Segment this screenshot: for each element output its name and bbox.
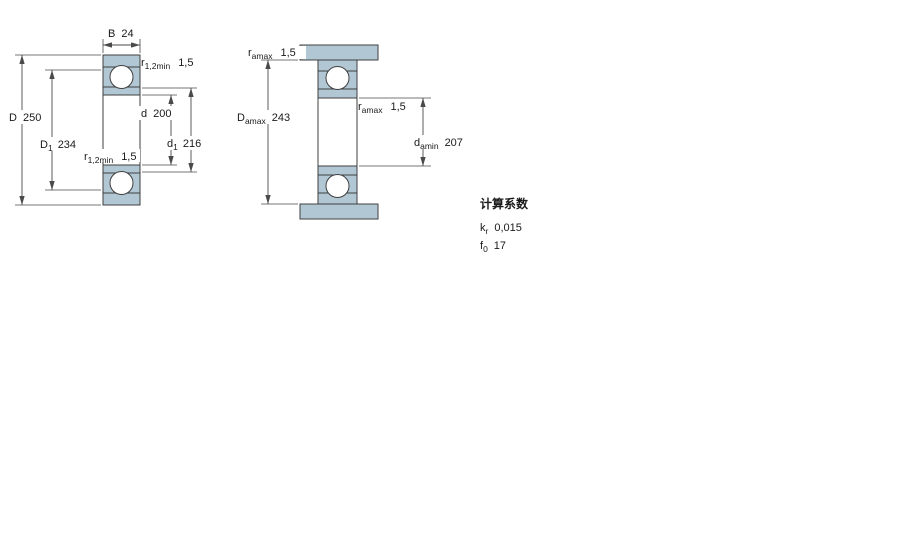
- label-backing: [6, 110, 42, 124]
- housing-shoulder-bottom: [299, 203, 379, 220]
- label-backing: [82, 149, 140, 162]
- ball-bottom: [109, 171, 134, 195]
- housing-shoulder-top: [299, 44, 379, 61]
- ball-bottom: [325, 174, 350, 198]
- ball-top: [109, 65, 134, 89]
- label-backing: [234, 110, 298, 124]
- label-backing: [246, 46, 306, 59]
- factors-heading: 计算系数: [480, 196, 529, 211]
- label-backing: [138, 106, 173, 120]
- ball-top: [325, 66, 350, 90]
- label-backing: [37, 137, 82, 151]
- label-backing: [164, 136, 208, 150]
- label-backing: [411, 135, 473, 149]
